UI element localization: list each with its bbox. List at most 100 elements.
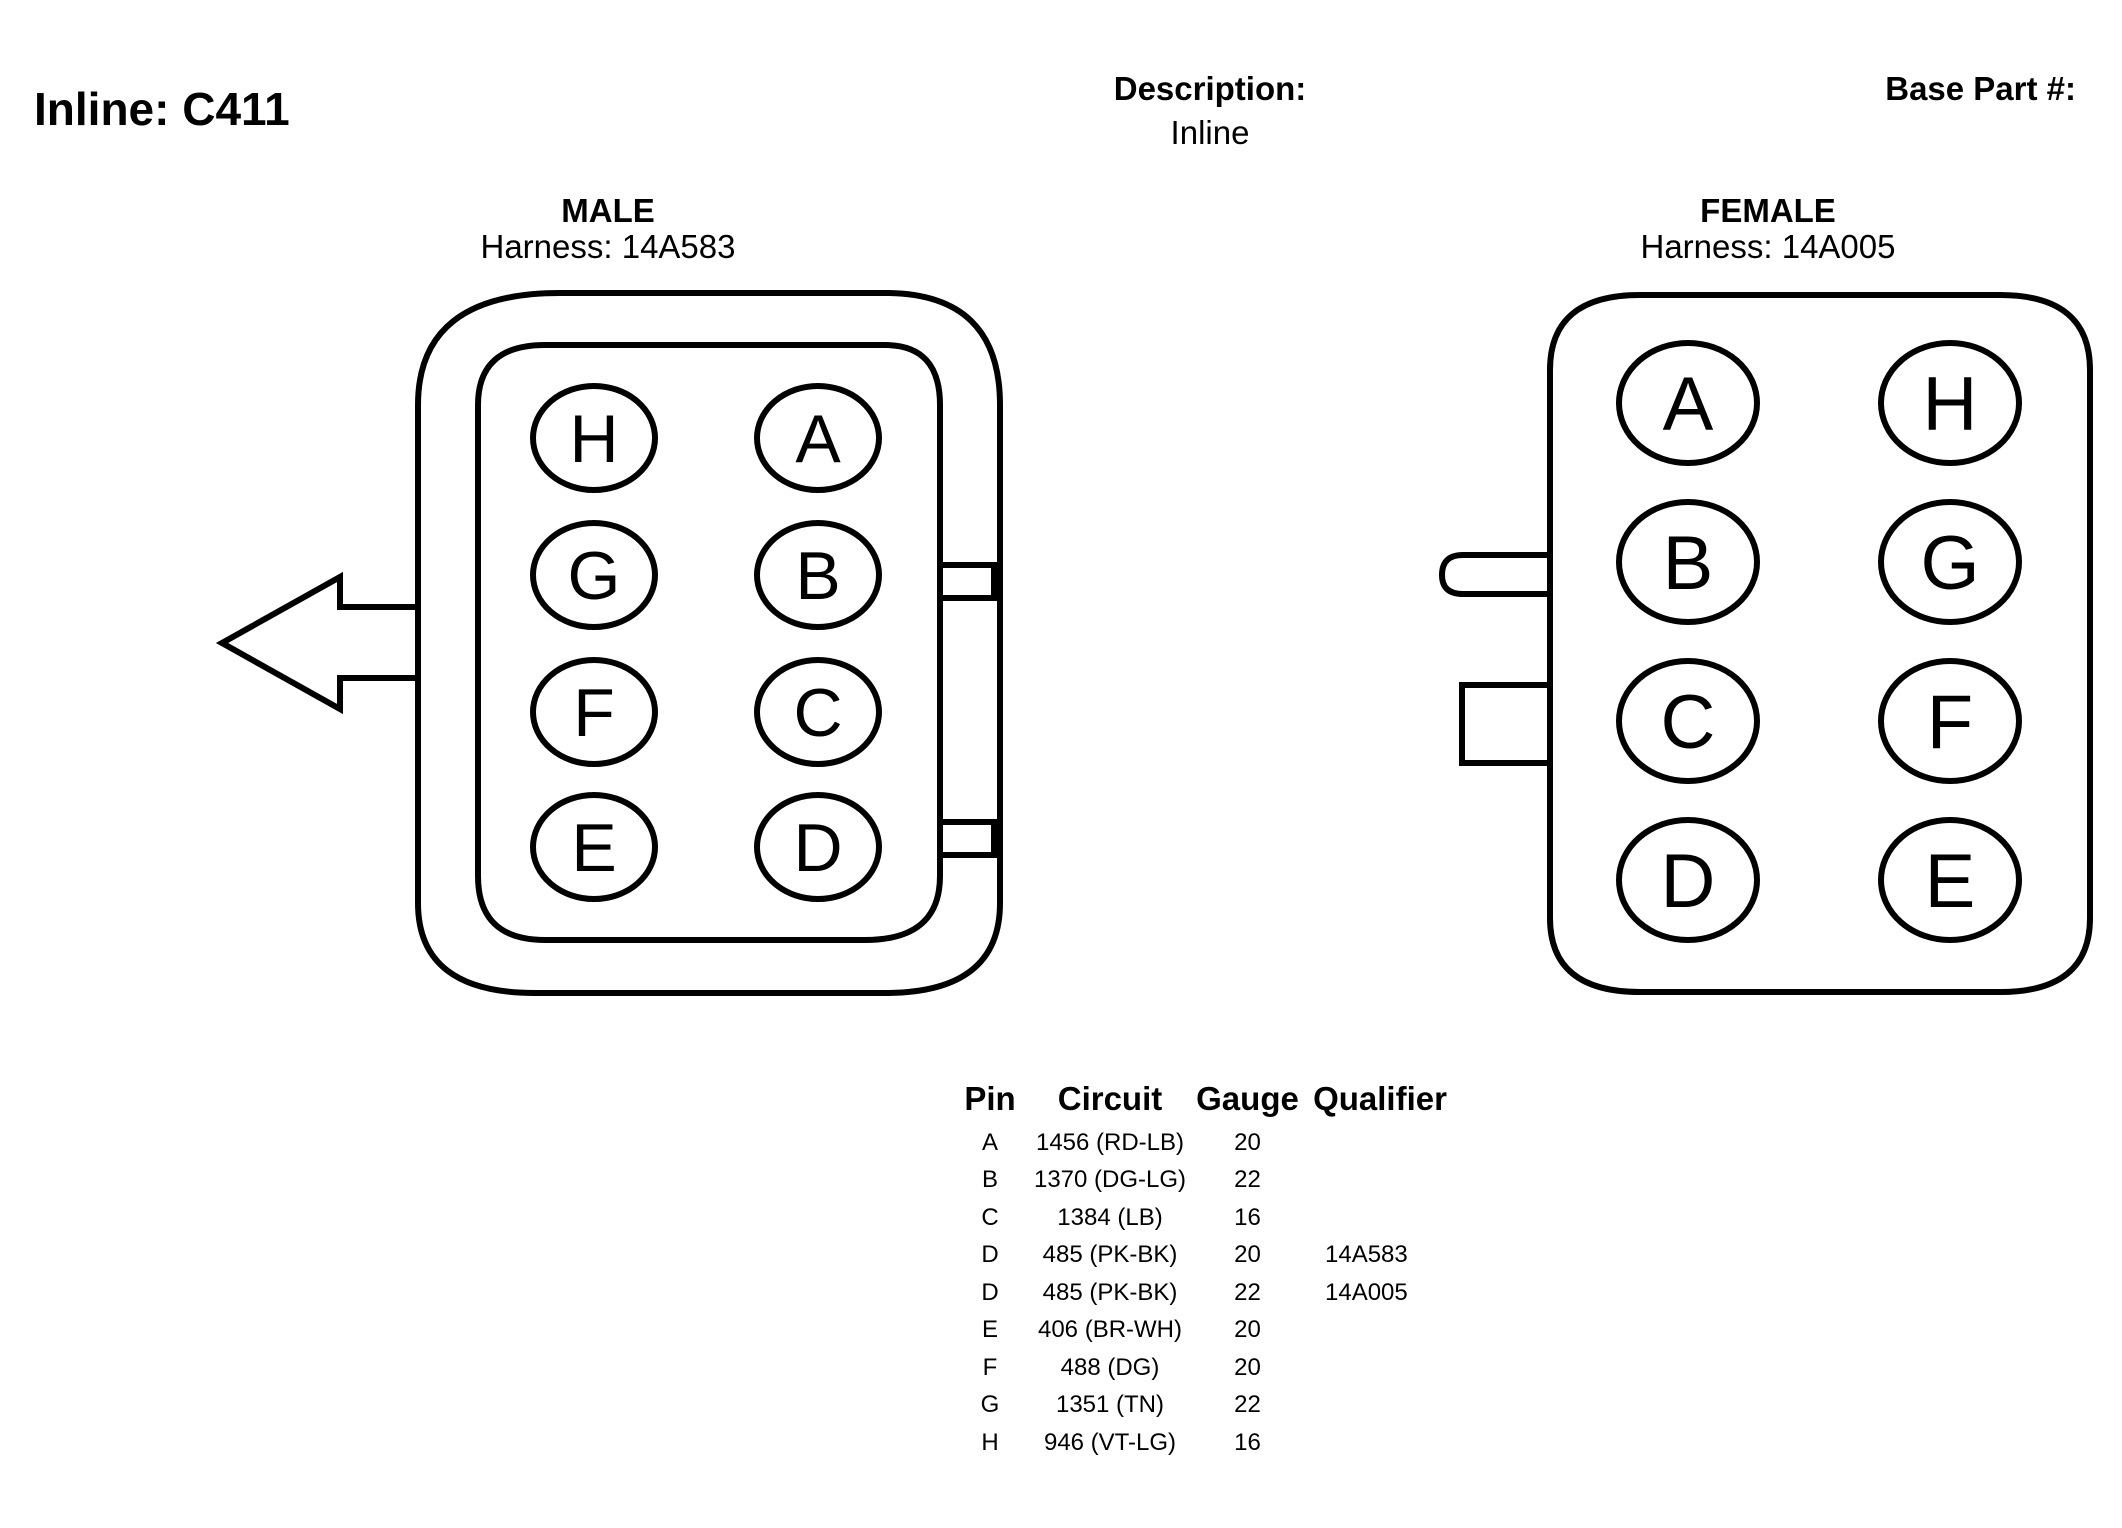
qualifier-cell <box>1305 1424 1455 1462</box>
gauge-cell: 20 <box>1234 1353 1261 1381</box>
male-harness-label: Harness: 14A583 <box>480 228 736 265</box>
female-connector <box>1438 292 2093 995</box>
header-circuit: Circuit <box>1057 1080 1163 1117</box>
qualifier-cell <box>1305 1349 1455 1387</box>
female-pin-f-label: F <box>1927 680 1973 765</box>
male-pin-d-label: D <box>793 810 842 886</box>
gauge-cell: 20 <box>1234 1241 1261 1269</box>
header-gauge: Gauge <box>1196 1080 1299 1117</box>
male-latch-lower <box>937 819 997 858</box>
male-connector <box>215 290 1003 996</box>
circuit-cell: 1384 (LB) <box>1057 1203 1163 1231</box>
table-row: E 406 (BR-WH) 20 <box>950 1312 1455 1350</box>
male-outer-housing <box>415 290 1003 996</box>
circuit-cell: 1370 (DG-LG) <box>1033 1166 1187 1194</box>
pin-cell: H <box>981 1428 999 1456</box>
gauge-cell: 20 <box>1234 1128 1261 1156</box>
pin-cell: A <box>981 1128 998 1156</box>
male-pin-f <box>530 657 658 767</box>
header-pin: Pin <box>964 1080 1016 1117</box>
table-row: A 1456 (RD-LB) 20 <box>950 1124 1455 1162</box>
pin-cell: D <box>981 1241 999 1269</box>
male-pin-a <box>754 383 882 493</box>
qualifier-cell <box>1305 1162 1455 1200</box>
male-pin-c-label: C <box>793 675 842 751</box>
female-pin-c <box>1616 658 1760 784</box>
gauge-cell: 20 <box>1234 1316 1261 1344</box>
male-latch-upper <box>937 562 997 601</box>
table-row: F 488 (DG) 20 <box>950 1349 1455 1387</box>
table-row: H 946 (VT-LG) 16 <box>950 1424 1455 1462</box>
circuit-cell: 1351 (TN) <box>1055 1391 1165 1419</box>
female-gender-label: FEMALE <box>1700 192 1836 229</box>
male-gender-label: MALE <box>561 192 655 229</box>
pin-table: Pin Circuit Gauge Qualifier A 1456 (RD-L… <box>950 1080 1455 1462</box>
pin-cell: D <box>981 1278 999 1306</box>
arrow-icon <box>215 571 418 715</box>
table-row: D 485 (PK-BK) 20 14A583 <box>950 1237 1455 1275</box>
female-pin-a <box>1616 340 1760 466</box>
qualifier-cell <box>1305 1387 1455 1425</box>
male-connector-header: MALE Harness: 14A583 <box>358 193 858 265</box>
table-row: C 1384 (LB) 16 <box>950 1199 1455 1237</box>
male-pin-a-label: A <box>795 401 841 477</box>
gauge-cell: 22 <box>1234 1166 1261 1194</box>
female-housing <box>1547 292 2093 995</box>
female-pin-d-label: D <box>1661 839 1716 924</box>
female-key-tab <box>1438 552 1550 597</box>
female-pin-e-label: E <box>1925 839 1976 924</box>
circuit-cell: 946 (VT-LG) <box>1043 1428 1177 1456</box>
female-pin-c-label: C <box>1661 680 1716 765</box>
circuit-cell: 488 (DG) <box>1060 1353 1160 1381</box>
qualifier-cell <box>1305 1124 1455 1162</box>
male-pin-b-label: B <box>795 538 840 614</box>
pin-cell: E <box>981 1316 998 1344</box>
female-pin-h <box>1878 340 2022 466</box>
gauge-cell: 22 <box>1234 1391 1261 1419</box>
male-pin-h <box>530 383 658 493</box>
qualifier-cell: 14A583 <box>1325 1241 1408 1269</box>
female-pin-g-label: G <box>1920 521 1979 606</box>
male-pin-b <box>754 520 882 630</box>
pin-cell: G <box>980 1391 1000 1419</box>
qualifier-cell <box>1305 1199 1455 1237</box>
male-pin-g <box>530 520 658 630</box>
table-row: D 485 (PK-BK) 22 14A005 <box>950 1274 1455 1312</box>
gauge-cell: 22 <box>1234 1278 1261 1306</box>
female-pin-a-label: A <box>1663 362 1714 447</box>
female-pin-g <box>1878 499 2022 625</box>
male-pin-h-label: H <box>569 401 618 477</box>
male-pin-g-label: G <box>568 538 621 614</box>
table-row: B 1370 (DG-LG) 22 <box>950 1162 1455 1200</box>
table-row: G 1351 (TN) 22 <box>950 1387 1455 1425</box>
circuit-cell: 485 (PK-BK) <box>1042 1278 1178 1306</box>
female-pin-b <box>1616 499 1760 625</box>
female-pin-b-label: B <box>1663 521 1714 606</box>
gauge-cell: 16 <box>1234 1203 1261 1231</box>
female-lock-tab <box>1459 682 1550 766</box>
male-pin-c <box>754 657 882 767</box>
male-pin-e <box>530 792 658 902</box>
description-value: Inline <box>1170 114 1250 151</box>
qualifier-cell: 14A005 <box>1325 1278 1408 1306</box>
gauge-cell: 16 <box>1234 1428 1261 1456</box>
circuit-cell: 485 (PK-BK) <box>1042 1241 1178 1269</box>
header-qualifier: Qualifier <box>1313 1080 1447 1117</box>
pin-table-header: Pin Circuit Gauge Qualifier <box>950 1080 1455 1124</box>
page-title: Inline: C411 <box>34 83 290 135</box>
female-pin-d <box>1616 817 1760 943</box>
pin-cell: B <box>981 1166 998 1194</box>
qualifier-cell <box>1305 1312 1455 1350</box>
description-label: Description: <box>1113 70 1307 107</box>
female-pin-e <box>1878 817 2022 943</box>
base-part-label: Base Part #: <box>1885 70 2076 107</box>
male-pin-d <box>754 792 882 902</box>
circuit-cell: 1456 (RD-LB) <box>1035 1128 1185 1156</box>
circuit-cell: 406 (BR-WH) <box>1037 1316 1182 1344</box>
pin-cell: F <box>982 1353 998 1381</box>
male-pin-e-label: E <box>571 810 616 886</box>
female-harness-label: Harness: 14A005 <box>1640 228 1896 265</box>
female-connector-header: FEMALE Harness: 14A005 <box>1518 193 2018 265</box>
female-pin-h-label: H <box>1923 362 1978 447</box>
